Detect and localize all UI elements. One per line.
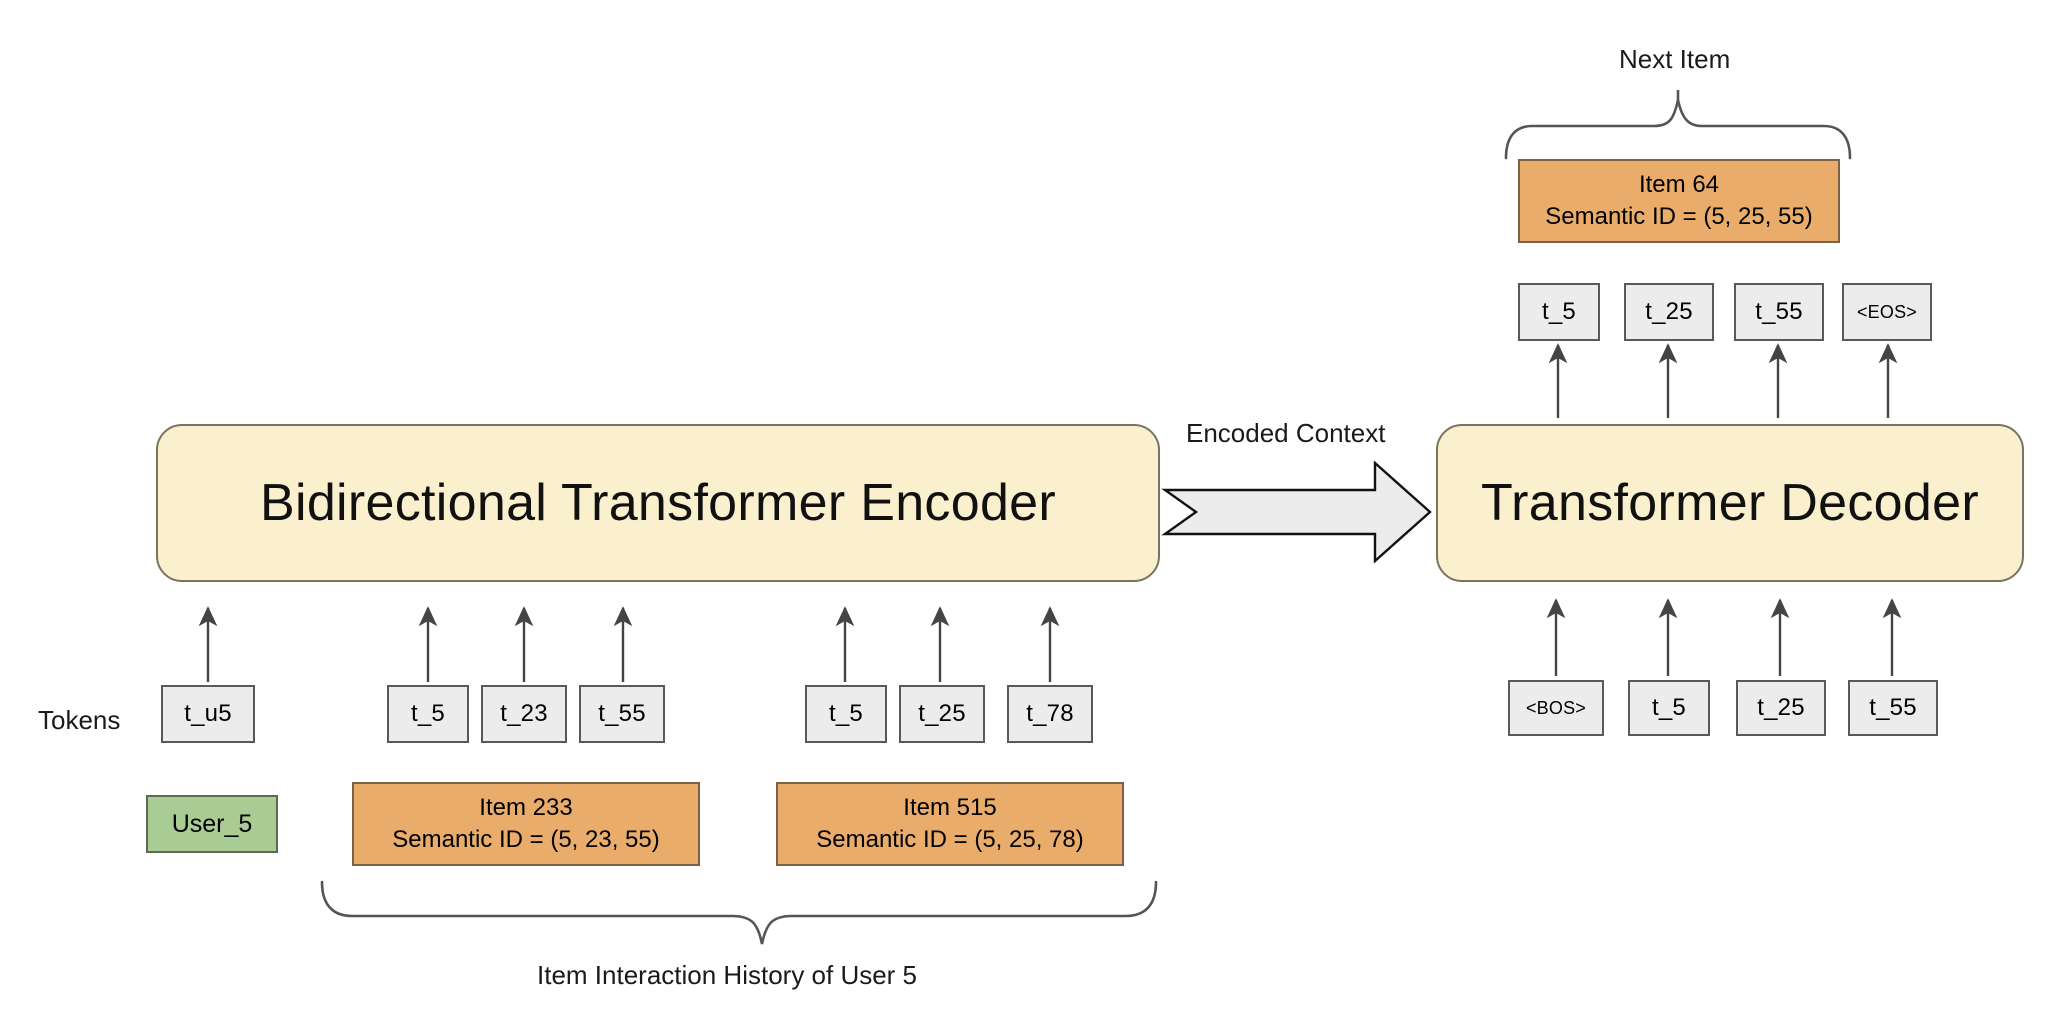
decoder-output-token-3[interactable]: <EOS> <box>1842 283 1932 341</box>
encoder-token-item1-1[interactable]: t_23 <box>481 685 567 743</box>
next-item-brace <box>1504 99 1852 160</box>
bidirectional-transformer-encoder[interactable]: Bidirectional Transformer Encoder <box>156 424 1160 582</box>
history-item-2-semantic-id: Semantic ID = (5, 25, 78) <box>816 826 1084 853</box>
encoder-title: Bidirectional Transformer Encoder <box>259 474 1057 532</box>
encoder-token-item1-2[interactable]: t_55 <box>579 685 665 743</box>
encoder-token-item1-0[interactable]: t_5 <box>387 685 469 743</box>
decoder-input-token-3[interactable]: t_55 <box>1848 680 1938 736</box>
predicted-item-title: Item 64 <box>1638 171 1720 199</box>
history-item-2-box[interactable]: Item 515 Semantic ID = (5, 25, 78) <box>776 782 1124 866</box>
next-item-label: Next Item <box>1619 44 1731 74</box>
history-item-1-semantic-id: Semantic ID = (5, 23, 55) <box>392 826 660 853</box>
history-item-1-box[interactable]: Item 233 Semantic ID = (5, 23, 55) <box>352 782 700 866</box>
decoder-input-arrows <box>1546 598 1902 676</box>
encoder-token-item2-0[interactable]: t_5 <box>805 685 887 743</box>
decoder-output-token-0[interactable]: t_5 <box>1518 283 1600 341</box>
history-brace <box>320 880 1158 945</box>
tokens-label: Tokens <box>38 705 121 735</box>
encoder-token-item2-1[interactable]: t_25 <box>899 685 985 743</box>
decoder-input-token-2[interactable]: t_25 <box>1736 680 1826 736</box>
decoder-output-token-2[interactable]: t_55 <box>1734 283 1824 341</box>
encoder-token-item2-2[interactable]: t_78 <box>1007 685 1093 743</box>
encoder-token-user[interactable]: t_u5 <box>161 685 255 743</box>
history-item-1-title: Item 233 <box>479 794 573 822</box>
history-caption-label: Item Interaction History of User 5 <box>537 960 918 990</box>
history-item-2-title: Item 515 <box>903 794 997 822</box>
predicted-item-semantic-id: Semantic ID = (5, 25, 55) <box>1545 203 1813 230</box>
decoder-output-token-1[interactable]: t_25 <box>1624 283 1714 341</box>
decoder-input-token-0[interactable]: <BOS> <box>1508 680 1604 736</box>
user-entity-box[interactable]: User_5 <box>146 795 278 853</box>
encoder-input-arrows <box>198 606 1060 682</box>
decoder-title: Transformer Decoder <box>1481 474 1979 532</box>
encoded-context-arrow <box>1161 460 1432 564</box>
decoder-output-arrows <box>1548 343 1898 418</box>
transformer-decoder[interactable]: Transformer Decoder <box>1436 424 2024 582</box>
encoded-context-label: Encoded Context <box>1186 418 1386 448</box>
decoder-input-token-1[interactable]: t_5 <box>1628 680 1710 736</box>
predicted-next-item-box[interactable]: Item 64 Semantic ID = (5, 25, 55) <box>1518 159 1840 243</box>
